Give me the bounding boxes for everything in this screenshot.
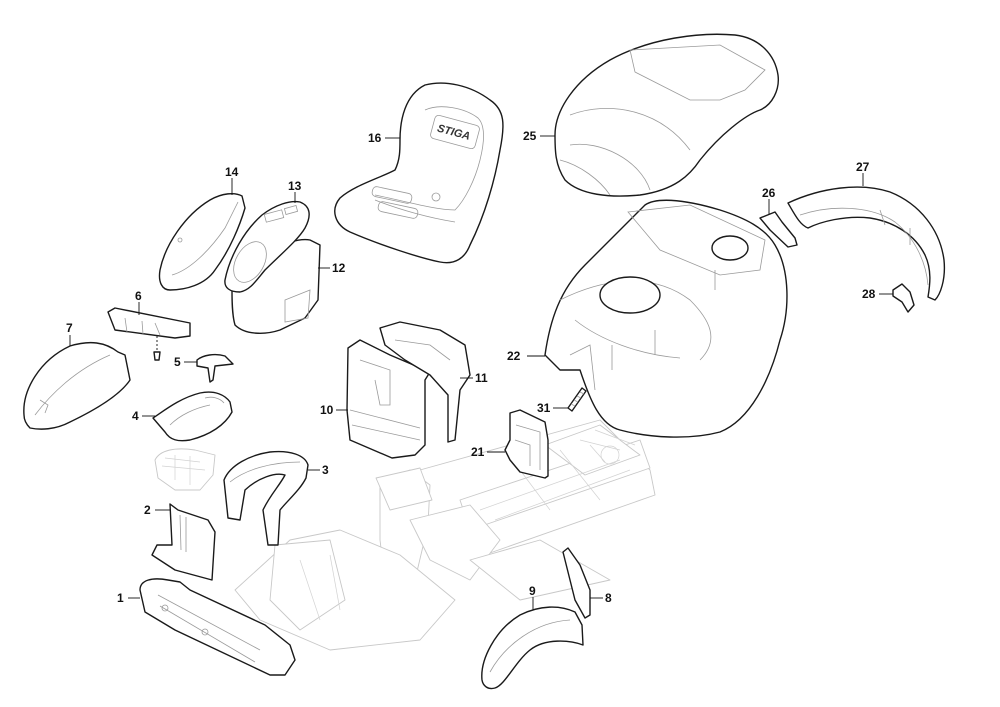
- callout-label: 26: [762, 186, 776, 200]
- callout-label: 1: [117, 591, 124, 605]
- callout-10: 10: [320, 403, 348, 417]
- part-9-rear-fender[interactable]: [481, 606, 584, 690]
- callout-label: 9: [529, 584, 536, 598]
- callout-1: 1: [117, 591, 140, 605]
- callout-9: 9: [529, 584, 536, 610]
- part-16-seat[interactable]: STIGA: [334, 82, 504, 264]
- part-26-bracket[interactable]: [759, 211, 798, 248]
- callout-label: 22: [507, 349, 521, 363]
- callout-25: 25: [523, 129, 555, 143]
- callout-label: 27: [856, 160, 870, 174]
- part-5-cap[interactable]: [196, 353, 234, 383]
- callout-4: 4: [132, 409, 155, 423]
- callout-12: 12: [318, 261, 346, 275]
- part-3-tunnel-cover[interactable]: [223, 450, 309, 546]
- screw-icon: [153, 351, 161, 361]
- callout-label: 21: [471, 445, 485, 459]
- part-7-front-fender[interactable]: [23, 341, 131, 430]
- part-2-front-panel[interactable]: [151, 503, 216, 581]
- part-11-side-bracket[interactable]: [379, 321, 471, 443]
- callout-13: 13: [288, 179, 302, 203]
- part-4-cover[interactable]: [152, 391, 233, 442]
- callout-16: 16: [368, 131, 400, 145]
- battery-tray: [154, 448, 216, 491]
- callout-22: 22: [507, 349, 545, 363]
- callout-label: 4: [132, 409, 139, 423]
- part-27-rear-fender[interactable]: [787, 186, 946, 301]
- part-10-storage-bin[interactable]: [346, 339, 431, 459]
- callout-2: 2: [144, 503, 170, 517]
- part-28-clip[interactable]: [892, 283, 915, 313]
- callout-11: 11: [460, 371, 488, 385]
- callout-8: 8: [590, 591, 612, 605]
- callout-label: 28: [862, 287, 876, 301]
- callout-label: 8: [605, 591, 612, 605]
- part-22-body-shroud[interactable]: [544, 199, 788, 438]
- seat-logo-plate: [430, 114, 480, 150]
- callout-label: 11: [475, 371, 488, 385]
- callout-label: 14: [225, 165, 239, 179]
- callout-27: 27: [856, 160, 870, 186]
- callout-label: 13: [288, 179, 302, 193]
- callout-28: 28: [862, 287, 893, 301]
- chassis-frame: [234, 419, 656, 651]
- callout-6: 6: [135, 289, 142, 315]
- callout-5: 5: [174, 355, 197, 369]
- callout-label: 2: [144, 503, 151, 517]
- part-31-spring[interactable]: [567, 387, 587, 412]
- callout-label: 6: [135, 289, 142, 303]
- part-1-front-bumper[interactable]: [139, 578, 296, 676]
- part-14-side-panel[interactable]: [158, 192, 246, 291]
- callout-label: 3: [322, 463, 329, 477]
- callout-label: 5: [174, 355, 181, 369]
- callout-label: 31: [537, 401, 551, 415]
- callout-label: 12: [332, 261, 346, 275]
- callout-14: 14: [225, 165, 239, 195]
- part-21-tunnel-guard[interactable]: [504, 409, 549, 479]
- part-6-trim-strip[interactable]: [107, 307, 191, 361]
- part-25-hood-cover[interactable]: [554, 33, 779, 197]
- callout-26: 26: [762, 186, 776, 214]
- part-13-console-top[interactable]: [224, 200, 310, 293]
- callout-label: 7: [66, 321, 73, 335]
- callout-21: 21: [471, 445, 505, 459]
- callout-label: 25: [523, 129, 537, 143]
- callout-31: 31: [537, 401, 568, 415]
- part-8-guard-plate[interactable]: [562, 547, 591, 619]
- callout-label: 10: [320, 403, 334, 417]
- callout-7: 7: [66, 321, 73, 346]
- callout-label: 16: [368, 131, 382, 145]
- callout-3: 3: [308, 463, 329, 477]
